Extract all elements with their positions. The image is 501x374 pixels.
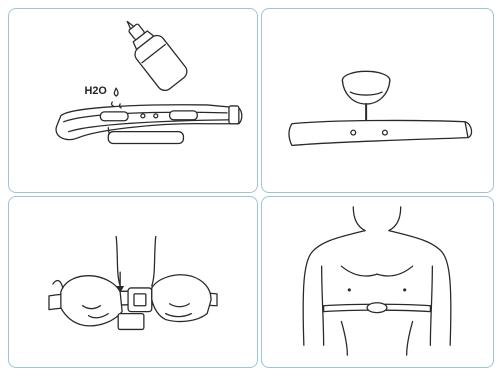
h2o-label: H2O xyxy=(85,85,107,97)
step-2-panel xyxy=(261,8,494,193)
left-electrode xyxy=(100,112,128,121)
strap-band xyxy=(289,120,468,145)
buckle-icon xyxy=(128,288,152,312)
wear-strap-illustration xyxy=(262,197,493,367)
water-drop-icon xyxy=(114,88,118,96)
strap-slider xyxy=(108,132,183,144)
step-1-panel: H2O xyxy=(8,8,258,193)
strap-end xyxy=(118,314,144,330)
sensor-pod-icon xyxy=(342,71,389,104)
step-4-panel xyxy=(261,196,494,368)
wet-strap-illustration: H2O xyxy=(9,9,257,192)
right-hand-icon xyxy=(152,275,211,322)
adjust-strap-illustration xyxy=(9,197,257,367)
water-bottle-icon xyxy=(115,11,190,94)
step-3-panel xyxy=(8,196,258,368)
right-electrode xyxy=(170,111,198,120)
sensor-pod-icon xyxy=(367,303,387,313)
torso-outline xyxy=(303,231,365,346)
left-hand-icon xyxy=(53,276,122,326)
attach-sensor-illustration xyxy=(262,9,493,192)
